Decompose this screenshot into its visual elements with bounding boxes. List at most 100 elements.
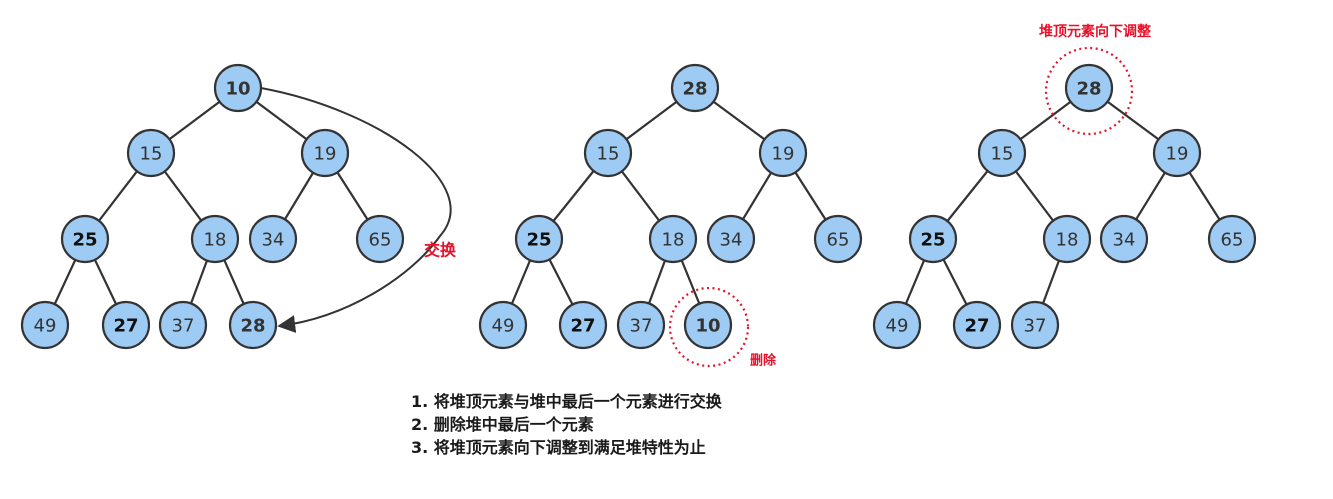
node-circle bbox=[126, 128, 176, 178]
node-label: 65 bbox=[369, 230, 392, 251]
node-label: 34 bbox=[262, 230, 285, 251]
node-label: 65 bbox=[1221, 230, 1244, 251]
node-circle bbox=[583, 128, 633, 178]
heap-node: 18 bbox=[190, 214, 240, 264]
node-label: 25 bbox=[920, 230, 945, 251]
heap-node: 49 bbox=[872, 300, 922, 350]
node-label: 15 bbox=[140, 144, 163, 165]
node-label: 18 bbox=[1056, 230, 1079, 251]
node-circle bbox=[190, 214, 240, 264]
node-circle bbox=[478, 300, 528, 350]
node-circle bbox=[1099, 214, 1149, 264]
node-label: 49 bbox=[34, 316, 57, 337]
node-label: 27 bbox=[113, 316, 138, 337]
node-label: 15 bbox=[597, 144, 620, 165]
heap-node: 28 bbox=[670, 63, 720, 113]
node-label: 37 bbox=[630, 316, 653, 337]
heap-node: 15 bbox=[126, 128, 176, 178]
heap-node: 25 bbox=[908, 214, 958, 264]
node-label: 28 bbox=[240, 316, 265, 337]
step-3: 3. 将堆顶元素向下调整到满足堆特性为止 bbox=[411, 438, 706, 457]
node-circle bbox=[616, 300, 666, 350]
heap-node: 27 bbox=[558, 300, 608, 350]
node-label: 28 bbox=[682, 79, 707, 100]
node-circle bbox=[648, 214, 698, 264]
swap-arrow bbox=[260, 87, 452, 333]
step-1: 1. 将堆顶元素与堆中最后一个元素进行交换 bbox=[411, 392, 722, 411]
node-circle bbox=[908, 214, 958, 264]
node-circle bbox=[514, 214, 564, 264]
heap-node: 19 bbox=[1152, 128, 1202, 178]
node-label: 37 bbox=[1024, 316, 1047, 337]
node-label: 49 bbox=[886, 316, 909, 337]
node-label: 19 bbox=[314, 144, 337, 165]
node-circle bbox=[1064, 63, 1114, 113]
heap-node: 15 bbox=[977, 128, 1027, 178]
heap-node: 10 bbox=[683, 300, 733, 350]
annotation-label: 交换 bbox=[424, 241, 457, 260]
node-label: 15 bbox=[991, 144, 1014, 165]
node-label: 34 bbox=[720, 230, 743, 251]
heap-node: 49 bbox=[478, 300, 528, 350]
node-label: 10 bbox=[695, 316, 720, 337]
heap-node: 27 bbox=[101, 300, 151, 350]
node-label: 28 bbox=[1076, 79, 1101, 100]
heap-node: 37 bbox=[158, 300, 208, 350]
step-2: 2. 删除堆中最后一个元素 bbox=[411, 415, 594, 434]
node-circle bbox=[872, 300, 922, 350]
heap-node: 27 bbox=[952, 300, 1002, 350]
tree-delete: 28 15 19 25 18 34 65 49 27 37 10 删除 bbox=[478, 63, 863, 369]
tree-sift-down: 28 15 19 25 18 34 65 49 27 37 堆顶元素向下调整 bbox=[872, 23, 1257, 350]
heap-node: 65 bbox=[1207, 214, 1257, 264]
tree-swap: 10 15 19 25 18 34 65 49 27 37 28 交换 bbox=[20, 63, 457, 350]
node-label: 37 bbox=[172, 316, 195, 337]
node-label: 65 bbox=[827, 230, 850, 251]
heap-node: 37 bbox=[1010, 300, 1060, 350]
node-circle bbox=[952, 300, 1002, 350]
annotation-label: 堆顶元素向下调整 bbox=[1039, 23, 1152, 40]
node-label: 25 bbox=[72, 230, 97, 251]
steps-list: 1. 将堆顶元素与堆中最后一个元素进行交换 2. 删除堆中最后一个元素 3. 将… bbox=[411, 390, 722, 459]
node-circle bbox=[158, 300, 208, 350]
node-circle bbox=[1152, 128, 1202, 178]
heap-node: 65 bbox=[355, 214, 405, 264]
node-label: 19 bbox=[1166, 144, 1189, 165]
heap-node: 10 bbox=[213, 63, 263, 113]
heap-node: 34 bbox=[1099, 214, 1149, 264]
heap-node: 19 bbox=[300, 128, 350, 178]
node-circle bbox=[20, 300, 70, 350]
heap-node: 49 bbox=[20, 300, 70, 350]
node-circle bbox=[248, 214, 298, 264]
node-circle bbox=[758, 128, 808, 178]
node-label: 18 bbox=[662, 230, 685, 251]
node-label: 19 bbox=[772, 144, 795, 165]
highlight-ring bbox=[668, 286, 750, 368]
highlight-ring bbox=[1044, 46, 1134, 136]
node-circle bbox=[670, 63, 720, 113]
node-label: 27 bbox=[964, 316, 989, 337]
node-circle bbox=[300, 128, 350, 178]
node-circle bbox=[60, 214, 110, 264]
node-circle bbox=[1042, 214, 1092, 264]
node-circle bbox=[101, 300, 151, 350]
node-circle bbox=[1010, 300, 1060, 350]
node-circle bbox=[977, 128, 1027, 178]
heap-node: 28 bbox=[228, 300, 278, 350]
node-label: 27 bbox=[570, 316, 595, 337]
node-circle bbox=[228, 300, 278, 350]
heap-node: 25 bbox=[60, 214, 110, 264]
node-label: 34 bbox=[1113, 230, 1136, 251]
node-circle bbox=[558, 300, 608, 350]
heap-node: 34 bbox=[248, 214, 298, 264]
node-label: 10 bbox=[225, 79, 250, 100]
node-circle bbox=[813, 214, 863, 264]
node-circle bbox=[355, 214, 405, 264]
heap-node: 15 bbox=[583, 128, 633, 178]
node-circle bbox=[213, 63, 263, 113]
heap-node: 34 bbox=[706, 214, 756, 264]
annotation-label: 删除 bbox=[750, 353, 777, 369]
node-label: 18 bbox=[204, 230, 227, 251]
node-label: 49 bbox=[492, 316, 515, 337]
heap-node: 25 bbox=[514, 214, 564, 264]
